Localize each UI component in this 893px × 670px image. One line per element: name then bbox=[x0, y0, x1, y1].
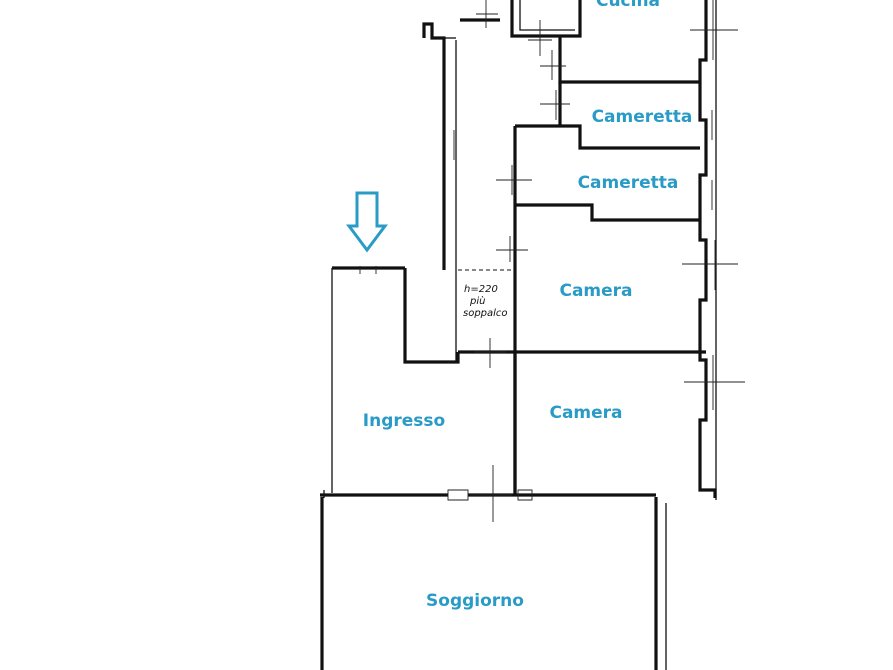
room-label-ingresso: Ingresso bbox=[363, 411, 445, 431]
annotation-line-3: soppalco bbox=[463, 308, 508, 319]
room-label-cucina: Cucina bbox=[596, 0, 660, 11]
walls bbox=[320, 0, 717, 670]
openings bbox=[359, 0, 745, 522]
annotation-line-2: più bbox=[469, 295, 485, 307]
room-label-soggiorno: Soggiorno bbox=[426, 591, 524, 611]
room-label-cameretta-1: Cameretta bbox=[592, 107, 693, 127]
height-annotation: h=220 più soppalco bbox=[463, 284, 508, 319]
room-label-camera-1: Camera bbox=[559, 281, 632, 301]
room-label-camera-2: Camera bbox=[549, 403, 622, 423]
annotation-line-1: h=220 bbox=[464, 284, 498, 295]
room-labels: Cucina Cameretta Cameretta Camera Camera… bbox=[363, 0, 693, 611]
room-label-cameretta-2: Cameretta bbox=[578, 173, 679, 193]
down-arrow-icon bbox=[346, 191, 388, 253]
